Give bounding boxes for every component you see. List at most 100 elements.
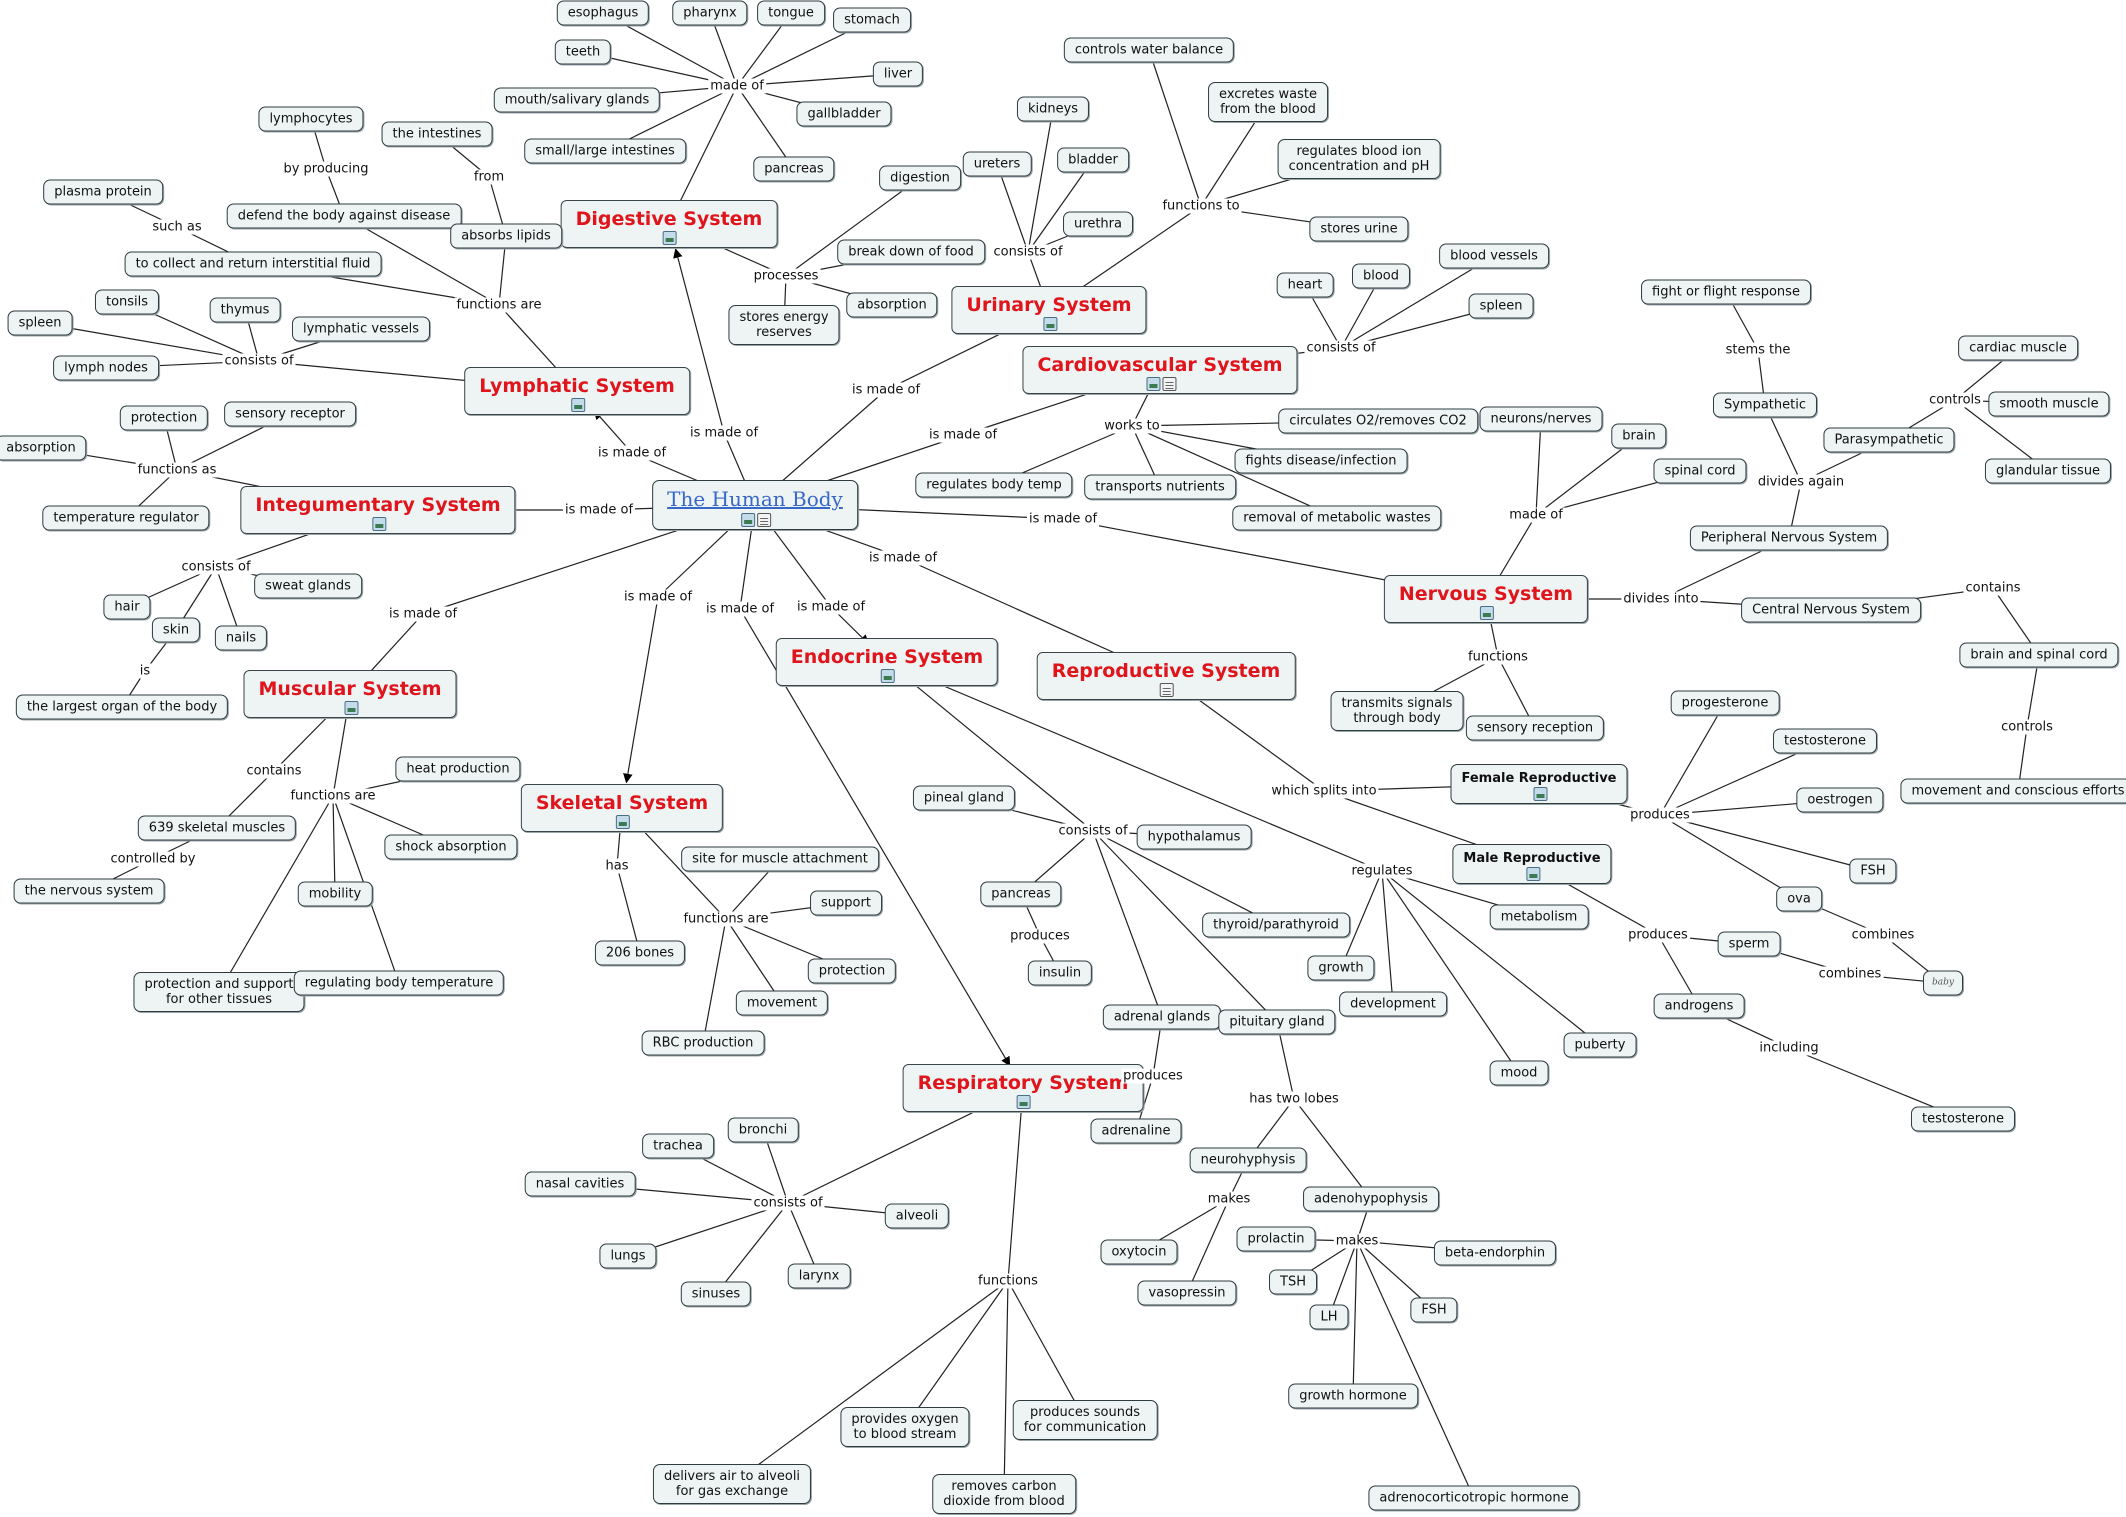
concept-node-parasympathetic[interactable]: Parasympathetic (1823, 427, 1955, 453)
concept-node-energy[interactable]: stores energy reserves (728, 305, 840, 345)
concept-node-lymphocytes[interactable]: lymphocytes (258, 106, 364, 132)
concept-node-water[interactable]: controls water balance (1063, 37, 1235, 63)
concept-node-bladder[interactable]: bladder (1057, 147, 1129, 173)
concept-node-protection2[interactable]: protection (807, 958, 897, 984)
concept-node-absorption1[interactable]: absorption (846, 292, 938, 318)
concept-node-root[interactable]: The Human Body (652, 480, 858, 530)
concept-node-teeth[interactable]: teeth (554, 39, 612, 65)
concept-node-mood[interactable]: mood (1489, 1060, 1549, 1086)
concept-node-smoothm[interactable]: smooth muscle (1988, 391, 2110, 417)
concept-node-pineal[interactable]: pineal gland (912, 785, 1016, 811)
concept-node-pituitary[interactable]: pituitary gland (1218, 1009, 1336, 1035)
concept-node-airalveoli[interactable]: delivers air to alveoli for gas exchange (652, 1464, 812, 1504)
concept-node-disease[interactable]: fights disease/infection (1234, 448, 1408, 474)
concept-node-baby[interactable]: baby (1923, 970, 1963, 996)
concept-node-fsh2[interactable]: FSH (1410, 1297, 1458, 1323)
concept-node-intestines[interactable]: the intestines (381, 121, 493, 147)
document-icon[interactable] (1161, 377, 1176, 391)
concept-node-spleen1[interactable]: spleen (7, 310, 73, 336)
image-icon[interactable] (1145, 377, 1160, 391)
concept-node-adrenal[interactable]: adrenal glands (1102, 1004, 1222, 1030)
concept-node-pns[interactable]: Peripheral Nervous System (1689, 525, 1889, 551)
image-icon[interactable] (616, 815, 630, 829)
concept-node-lymphatic[interactable]: Lymphatic System (464, 367, 690, 415)
concept-node-vasopressin[interactable]: vasopressin (1137, 1280, 1237, 1306)
concept-node-nervous[interactable]: Nervous System (1383, 575, 1589, 623)
image-icon[interactable] (570, 398, 585, 412)
concept-node-oxytocin[interactable]: oxytocin (1100, 1239, 1178, 1265)
concept-node-growth[interactable]: growth (1307, 955, 1375, 981)
concept-node-cns[interactable]: Central Nervous System (1741, 597, 1921, 623)
concept-node-alveoli[interactable]: alveoli (884, 1203, 950, 1229)
concept-node-mobility[interactable]: mobility (297, 881, 373, 907)
concept-node-skin[interactable]: skin (151, 617, 201, 643)
concept-node-integumentary[interactable]: Integumentary System (240, 486, 516, 534)
concept-node-wastes[interactable]: removal of metabolic wastes (1232, 505, 1442, 531)
concept-node-collect[interactable]: to collect and return interstitial fluid (124, 251, 382, 277)
concept-node-fsh1[interactable]: FSH (1849, 858, 1897, 884)
concept-node-absorbslipids[interactable]: absorbs lipids (450, 223, 562, 249)
concept-node-metabolism[interactable]: metabolism (1489, 904, 1589, 930)
image-icon[interactable] (1479, 606, 1494, 620)
concept-node-pancreas1[interactable]: pancreas (753, 156, 835, 182)
concept-node-liver[interactable]: liver (872, 61, 924, 87)
concept-node-largest[interactable]: the largest organ of the body (15, 694, 229, 720)
concept-node-testosterone2[interactable]: testosterone (1910, 1106, 2016, 1132)
image-icon[interactable] (371, 517, 386, 531)
concept-node-testosterone1[interactable]: testosterone (1772, 728, 1878, 754)
concept-node-neurohyph[interactable]: neurohyphysis (1189, 1147, 1307, 1173)
image-icon[interactable] (880, 669, 895, 683)
concept-node-hair[interactable]: hair (103, 594, 151, 620)
image-icon[interactable] (344, 701, 358, 715)
concept-node-gallbladder[interactable]: gallbladder (796, 101, 892, 127)
concept-node-urine[interactable]: stores urine (1309, 216, 1409, 242)
concept-node-nails[interactable]: nails (214, 625, 268, 651)
concept-node-plasma[interactable]: plasma protein (43, 179, 163, 205)
concept-node-neurons[interactable]: neurons/nerves (1479, 406, 1603, 432)
concept-node-brain[interactable]: brain (1611, 423, 1667, 449)
concept-node-excretes[interactable]: excretes waste from the blood (1208, 82, 1328, 122)
concept-node-insulin[interactable]: insulin (1027, 960, 1093, 986)
concept-node-nasal[interactable]: nasal cavities (524, 1171, 636, 1197)
concept-node-bones206[interactable]: 206 bones (594, 940, 686, 966)
concept-node-progesterone[interactable]: progesterone (1670, 690, 1780, 716)
concept-node-tonsils[interactable]: tonsils (94, 289, 160, 315)
concept-node-lungs[interactable]: lungs (599, 1243, 657, 1269)
concept-node-oestrogen[interactable]: oestrogen (1796, 787, 1884, 813)
concept-node-vessels[interactable]: blood vessels (1439, 243, 1549, 269)
concept-node-thyroid[interactable]: thyroid/parathyroid (1202, 912, 1350, 938)
concept-node-urinary[interactable]: Urinary System (951, 286, 1147, 334)
concept-node-lymphnodes[interactable]: lymph nodes (53, 355, 159, 381)
concept-node-trachea[interactable]: trachea (642, 1133, 714, 1159)
concept-node-tongue[interactable]: tongue (757, 0, 825, 26)
concept-node-regtemp[interactable]: regulating body temperature (293, 970, 505, 996)
concept-node-heatprod[interactable]: heat production (395, 756, 521, 782)
image-icon[interactable] (1043, 317, 1057, 331)
concept-node-ova[interactable]: ova (1776, 886, 1822, 912)
concept-node-male[interactable]: Male Reproductive (1452, 844, 1612, 884)
concept-node-stomach[interactable]: stomach (833, 7, 911, 33)
concept-node-glandular[interactable]: glandular tissue (1984, 458, 2112, 484)
concept-node-shock[interactable]: shock absorption (384, 834, 518, 860)
concept-node-hypothalamus[interactable]: hypothalamus (1136, 824, 1252, 850)
concept-node-oxygen[interactable]: provides oxygen to blood stream (840, 1407, 970, 1447)
concept-node-sperm[interactable]: sperm (1717, 931, 1781, 957)
concept-node-signals[interactable]: transmits signals through body (1330, 691, 1464, 731)
concept-node-skeletal[interactable]: Skeletal System (520, 784, 724, 832)
concept-node-sinuses[interactable]: sinuses (680, 1281, 752, 1307)
concept-node-esophagus[interactable]: esophagus (556, 0, 650, 26)
concept-node-adrenaline[interactable]: adrenaline (1090, 1118, 1182, 1144)
concept-node-absorption2[interactable]: absorption (0, 435, 87, 461)
concept-node-rbc[interactable]: RBC production (641, 1030, 765, 1056)
concept-node-reproductive[interactable]: Reproductive System (1036, 652, 1296, 700)
concept-node-ureters[interactable]: ureters (962, 151, 1032, 177)
concept-node-o2[interactable]: circulates O2/removes CO2 (1278, 408, 1478, 434)
concept-node-blood[interactable]: blood (1351, 263, 1411, 289)
concept-node-sympathetic[interactable]: Sympathetic (1712, 392, 1818, 418)
concept-node-heart[interactable]: heart (1276, 272, 1334, 298)
concept-node-cardio[interactable]: Cardiovascular System (1022, 346, 1298, 394)
concept-node-digestion[interactable]: digestion (879, 165, 961, 191)
concept-node-endocrine[interactable]: Endocrine System (775, 638, 999, 686)
concept-node-sounds[interactable]: produces sounds for communication (1012, 1400, 1158, 1440)
concept-node-brainspinal[interactable]: brain and spinal cord (1959, 642, 2119, 668)
